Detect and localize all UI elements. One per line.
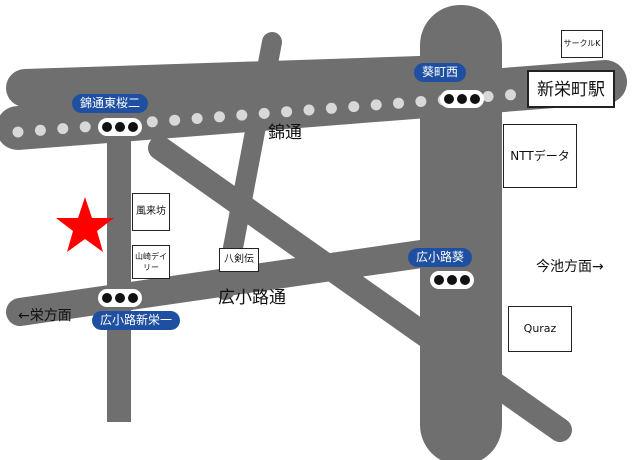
direction-label-sakae: ←栄方面 [18, 308, 72, 324]
subway-dot [281, 106, 293, 118]
landmark-hakkenden: 八剣伝 [219, 248, 259, 272]
subway-dot [169, 114, 181, 126]
intersection-hirokoji-shinsakae1: 広小路新栄一 [92, 311, 181, 330]
subway-dot [258, 107, 270, 119]
subway-dot [57, 123, 69, 135]
subway-dot [236, 109, 248, 121]
subway-dot [505, 89, 516, 101]
traffic-signal-icon [430, 271, 474, 289]
road-label-kinkidori: 錦通 [268, 123, 302, 143]
subway-dot [12, 126, 24, 138]
subway-dot [146, 116, 158, 128]
station-shinsakae-machi: 新栄町駅 [527, 70, 615, 108]
intersection-kintori-higashisakura2: 錦通東桜二 [72, 94, 149, 113]
subway-dot [348, 101, 360, 113]
subway-dot [482, 91, 494, 102]
direction-label-imaike: 今池方面→ [536, 259, 604, 275]
subway-dot [303, 104, 315, 116]
road-main-vertical [420, 5, 502, 460]
landmark-ntt-data: NTTデータ [503, 124, 577, 188]
landmark-fuuraibou: 風来坊 [132, 193, 170, 231]
subway-dot [34, 124, 46, 136]
landmark-circle-k: サークルK [561, 30, 603, 58]
subway-dot [393, 97, 404, 109]
road-label-hirokojidori: 広小路通 [218, 288, 286, 308]
road-kindori-upper [6, 56, 439, 107]
road-left-vertical [107, 98, 131, 422]
traffic-signal-icon [440, 90, 484, 108]
subway-dot [79, 121, 91, 133]
landmark-quraz: Quraz [508, 306, 572, 352]
traffic-signal-icon [98, 118, 142, 136]
star-marker-icon [56, 197, 114, 252]
subway-dot [214, 111, 225, 123]
subway-dot [415, 96, 427, 107]
road-hirokojidori [6, 238, 449, 326]
traffic-signal-icon [98, 289, 142, 307]
landmark-yamazaki-daily: 山崎デイリー [132, 245, 170, 279]
intersection-aoi-machi-nishi: 葵町西 [414, 63, 467, 82]
subway-dot [370, 99, 382, 111]
intersection-hirokoji-aoi: 広小路葵 [408, 248, 473, 267]
subway-dot [325, 102, 337, 114]
subway-dot [191, 113, 203, 124]
